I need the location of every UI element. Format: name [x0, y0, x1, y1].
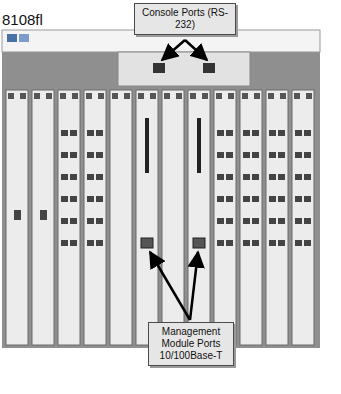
logo: [19, 34, 29, 42]
logo: [7, 34, 17, 42]
console-panel: [118, 52, 250, 86]
console-port: [153, 63, 165, 73]
callout-text: Management Module Ports 10/100Base-T: [153, 326, 229, 362]
management-port: [193, 238, 205, 248]
console-port: [203, 63, 215, 73]
leader-arrows: [150, 40, 207, 320]
callout-box: Management Module Ports 10/100Base-T: [148, 322, 234, 366]
module-cards: [6, 90, 314, 345]
callout-box: Console Ports (RS-232): [134, 3, 236, 35]
callout-text: Console Ports (RS-232): [139, 7, 231, 31]
chassis-frame: [2, 30, 320, 348]
model-label: 8108fl: [2, 12, 43, 28]
management-port: [141, 238, 153, 248]
